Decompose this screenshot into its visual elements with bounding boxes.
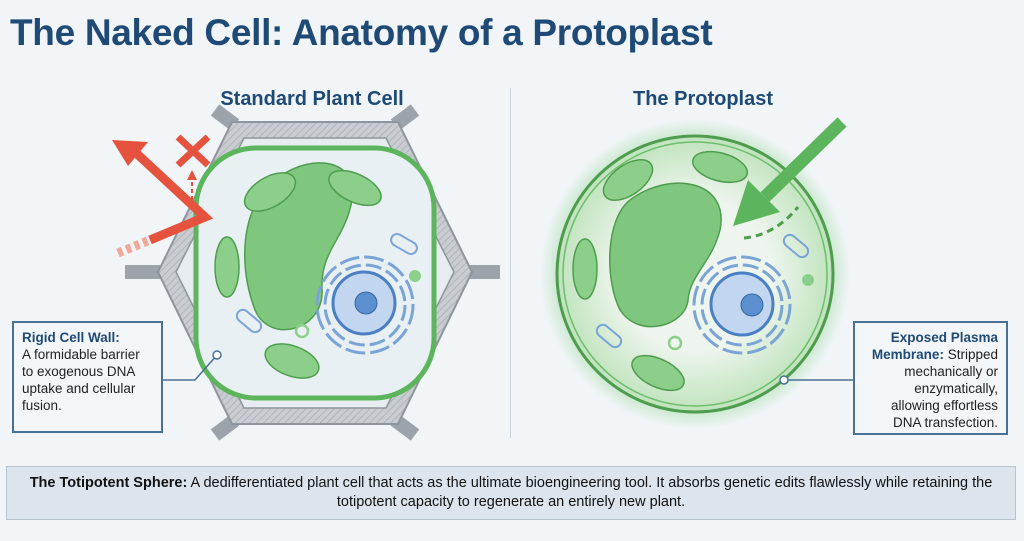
page-title: The Naked Cell: Anatomy of a Protoplast xyxy=(10,12,713,53)
nucleolus xyxy=(740,293,764,317)
callout-term: Exposed Plasma Membrane: xyxy=(871,330,998,362)
standard-cell-heading: Standard Plant Cell xyxy=(220,88,404,110)
callout-term: Rigid Cell Wall: xyxy=(22,330,120,345)
protoplast-heading: The Protoplast xyxy=(632,88,773,110)
membrane-callout: Exposed Plasma Membrane: Stripped mechan… xyxy=(853,321,1008,435)
summary-term: The Totipotent Sphere: xyxy=(29,475,188,491)
blocked-dna-arrow xyxy=(112,134,214,258)
chloroplasts xyxy=(572,150,749,392)
callout-text: A formidable barrier to exogenous DNA up… xyxy=(22,347,140,413)
cell-wall-leader xyxy=(163,354,218,381)
dna-entry-arrow xyxy=(733,117,847,226)
nucleolus xyxy=(354,291,378,315)
callout-text: Stripped mechanically or enzymatically, … xyxy=(890,347,998,430)
er-and-nucleus xyxy=(315,255,415,355)
summary-banner: The Totipotent Sphere: A dedifferentiate… xyxy=(6,466,1016,520)
panel-divider xyxy=(510,88,511,438)
blocked-x-icon xyxy=(175,134,211,168)
vacuole xyxy=(609,182,722,328)
standard-plant-cell xyxy=(125,104,500,441)
cell-wall-callout: Rigid Cell Wall: A formidable barrier to… xyxy=(12,321,163,433)
chloroplasts xyxy=(214,169,382,379)
summary-text: A dedifferentiated plant cell that acts … xyxy=(190,475,993,510)
